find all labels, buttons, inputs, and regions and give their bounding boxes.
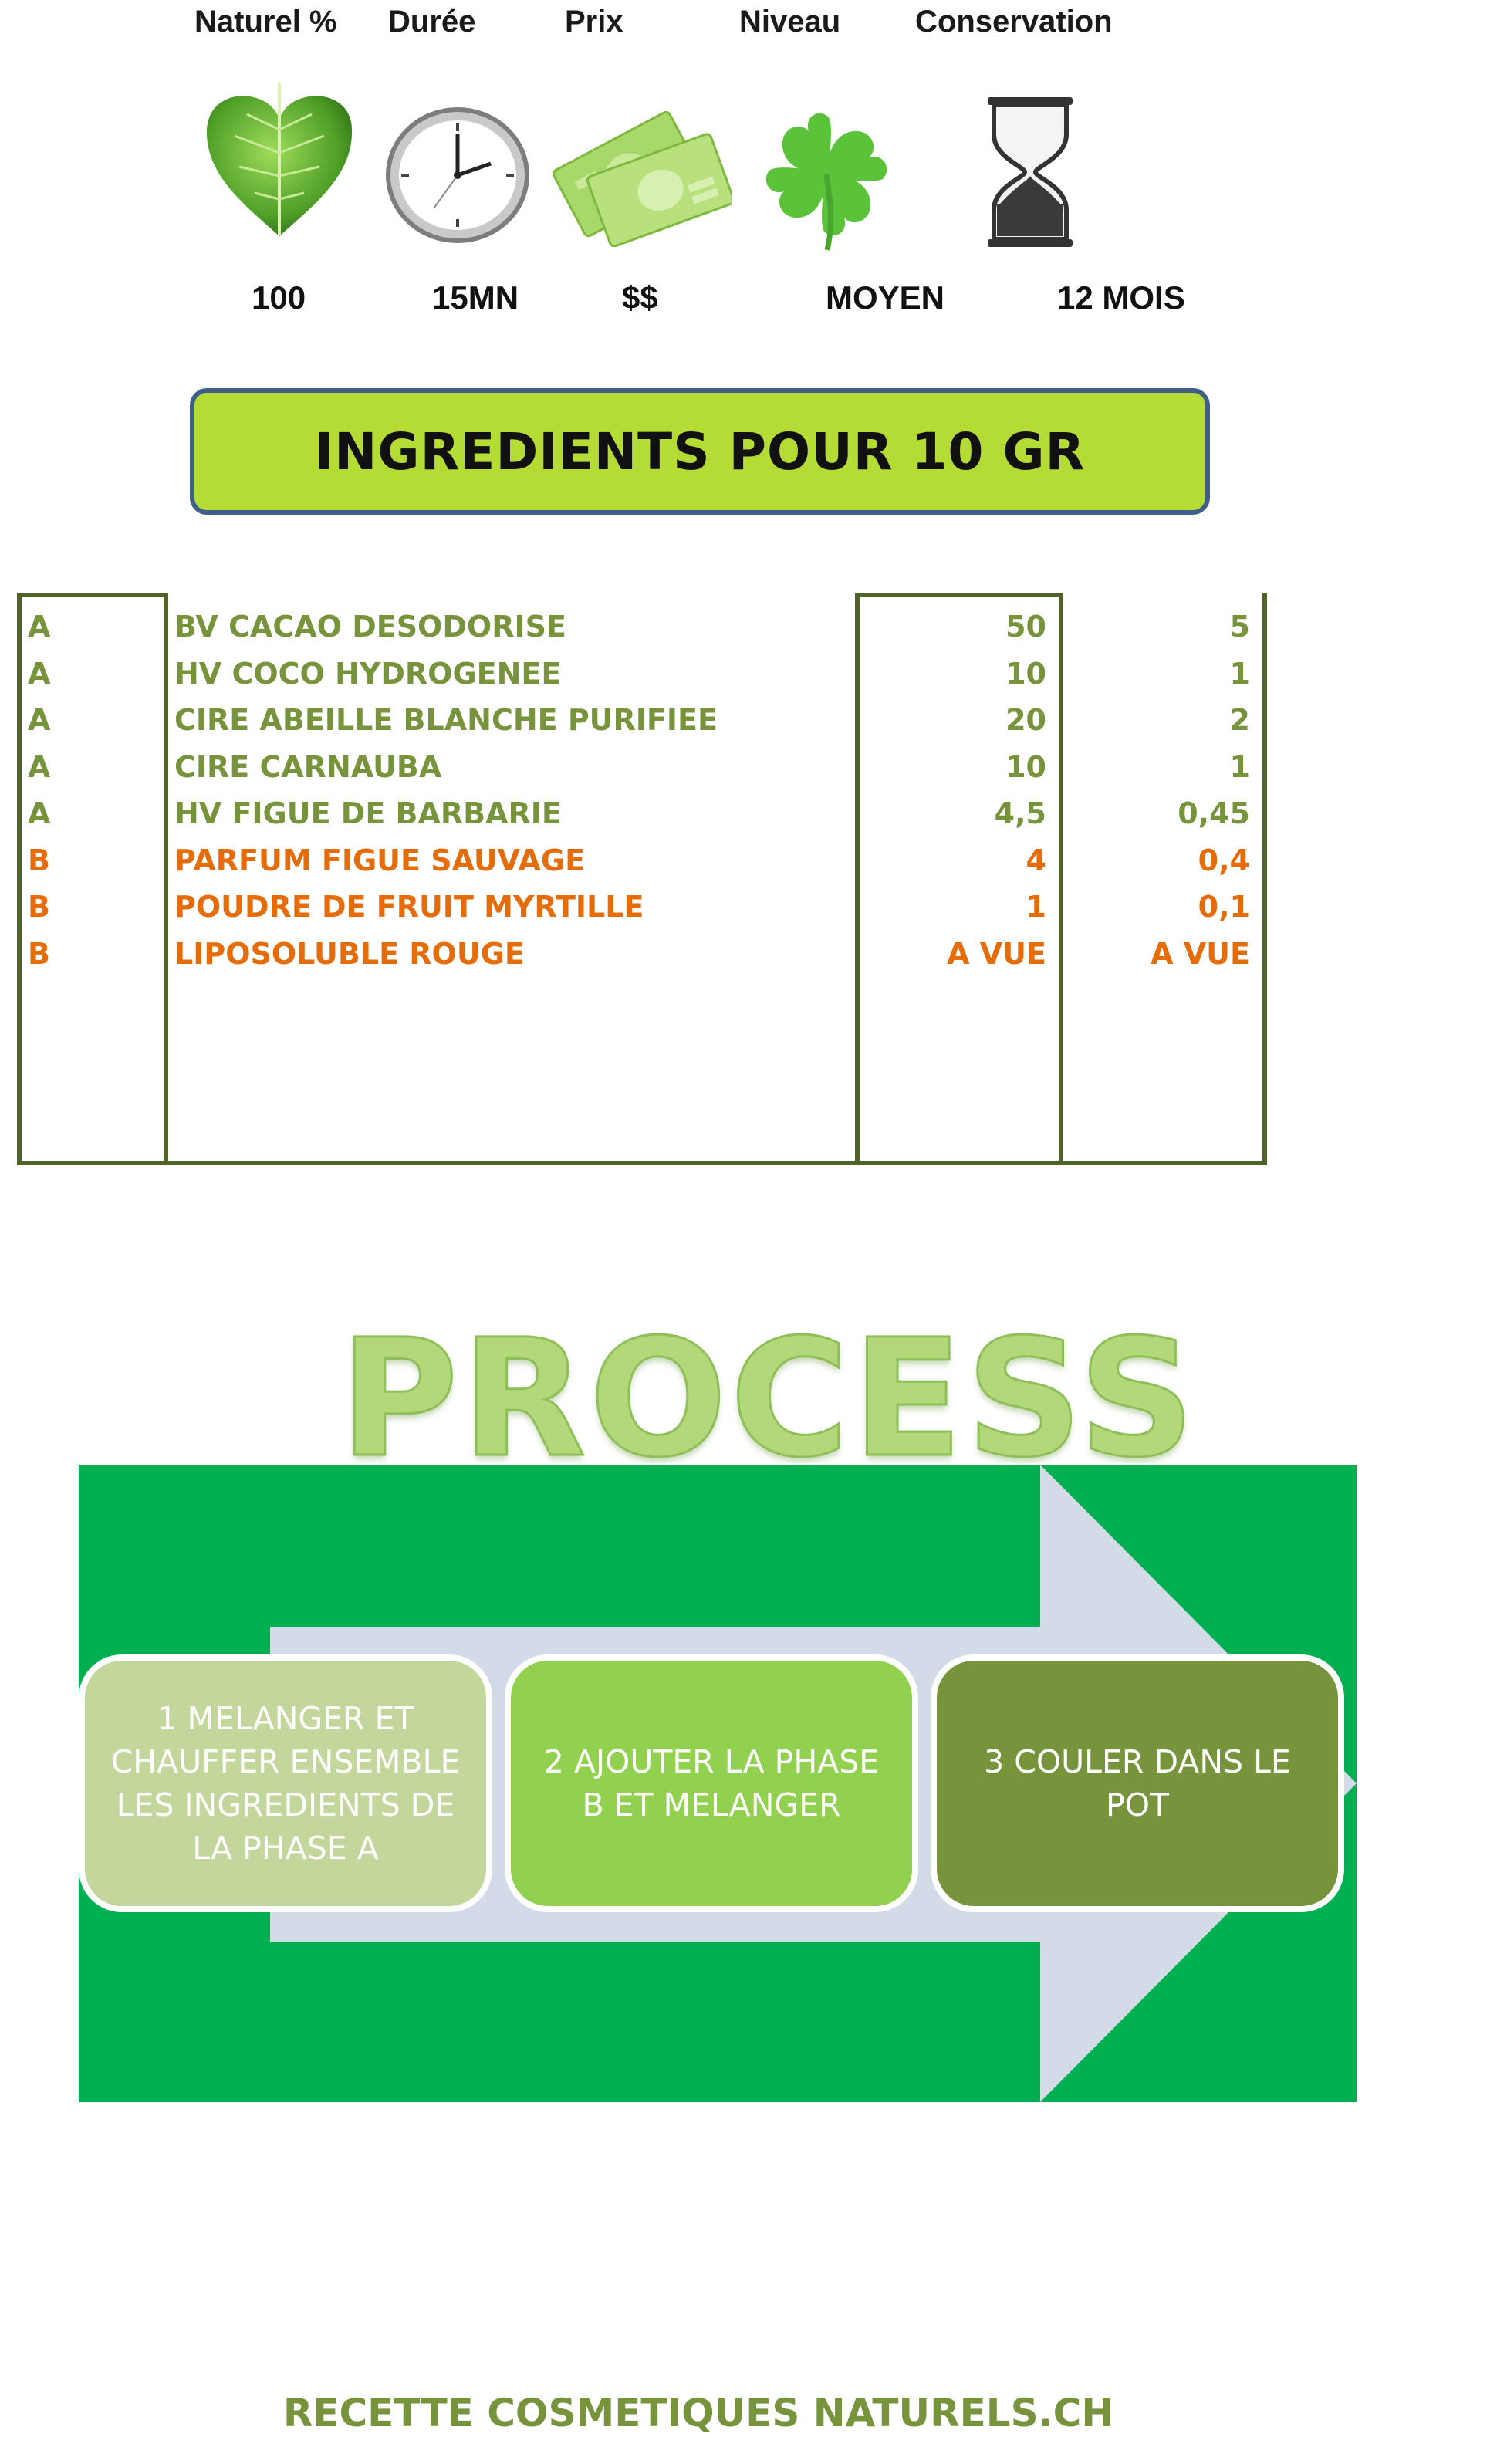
ingredient-name: CIRE CARNAUBA xyxy=(174,749,442,784)
process-panel: 1 MELANGER ET CHAUFFER ENSEMBLE LES INGR… xyxy=(79,1465,1357,2102)
table-row: A HV FIGUE DE BARBARIE 4,5 0,45 xyxy=(17,796,1267,843)
process-step-2-text: 2 AJOUTER LA PHASE B ET MELANGER xyxy=(543,1743,880,1823)
ingredient-percent: A VUE xyxy=(947,936,1046,971)
ingredient-name: LIPOSOLUBLE ROUGE xyxy=(174,936,525,971)
table-row: A HV COCO HYDROGENEE 10 1 xyxy=(17,657,1267,704)
table-row: A BV CACAO DESODORISE 50 5 xyxy=(17,610,1267,657)
ingredient-percent: 1 xyxy=(1026,890,1046,924)
value-niveau: MOYEN xyxy=(826,279,945,316)
value-naturel: 100 xyxy=(252,279,306,316)
money-icon xyxy=(552,110,732,247)
table-row: A CIRE CARNAUBA 10 1 xyxy=(17,750,1267,797)
ingredient-phase: A xyxy=(28,749,51,784)
process-step-2: 2 AJOUTER LA PHASE B ET MELANGER xyxy=(505,1654,918,1912)
table-row: B LIPOSOLUBLE ROUGE A VUE A VUE xyxy=(17,937,1267,984)
label-duree: Durée xyxy=(388,5,476,39)
value-conservation: 12 MOIS xyxy=(1057,279,1185,316)
ingredient-name: HV COCO HYDROGENEE xyxy=(174,656,562,691)
ingredient-grams: 0,4 xyxy=(1198,843,1250,877)
ingredient-grams: A VUE xyxy=(1151,936,1250,971)
label-prix: Prix xyxy=(565,5,623,39)
footer-brand: RECETTE COSMETIQUES NATURELS.CH xyxy=(282,2391,1114,2435)
clover-icon xyxy=(765,113,887,251)
value-prix: $$ xyxy=(622,279,658,316)
ingredient-phase: A xyxy=(28,610,51,644)
ingredient-grams: 0,1 xyxy=(1198,890,1250,924)
table-divider xyxy=(1059,593,1063,1165)
leaf-icon xyxy=(206,83,353,237)
ingredient-phase: A xyxy=(28,703,51,737)
ingredient-grams: 1 xyxy=(1229,749,1250,784)
ingredient-name: BV CACAO DESODORISE xyxy=(174,610,566,644)
label-naturel: Naturel % xyxy=(194,5,337,39)
ingredient-grams: 2 xyxy=(1229,703,1250,737)
value-duree: 15MN xyxy=(432,279,519,316)
table-border-right xyxy=(1262,593,1267,1165)
ingredient-percent: 4 xyxy=(1026,843,1046,877)
table-border-left xyxy=(17,593,22,1165)
table-border-top xyxy=(855,593,1063,597)
ingredient-percent: 10 xyxy=(1005,656,1046,691)
ingredient-grams: 0,45 xyxy=(1178,796,1250,830)
process-title: PROCESS xyxy=(339,1303,1198,1495)
table-divider xyxy=(855,593,860,1165)
clock-icon xyxy=(386,107,529,243)
table-border-bottom xyxy=(17,1161,1267,1165)
ingredient-name: HV FIGUE DE BARBARIE xyxy=(174,796,562,830)
label-conservation: Conservation xyxy=(915,5,1113,39)
table-row: B POUDRE DE FRUIT MYRTILLE 1 0,1 xyxy=(17,890,1267,937)
ingredient-grams: 5 xyxy=(1229,610,1250,644)
ingredient-phase: A xyxy=(28,656,51,691)
ingredient-percent: 10 xyxy=(1005,749,1046,784)
label-niveau: Niveau xyxy=(739,5,841,39)
process-step-3-text: 3 COULER DANS LE POT xyxy=(984,1743,1291,1823)
banner-title: INGREDIENTS POUR 10 GR xyxy=(314,421,1086,482)
ingredient-phase: B xyxy=(28,936,50,971)
table-divider xyxy=(164,593,168,1165)
ingredient-percent: 50 xyxy=(1005,610,1046,644)
table-row: B PARFUM FIGUE SAUVAGE 4 0,4 xyxy=(17,843,1267,891)
ingredient-phase: B xyxy=(28,890,50,924)
ingredient-phase: A xyxy=(28,796,51,830)
ingredient-name: CIRE ABEILLE BLANCHE PURIFIEE xyxy=(174,703,718,737)
ingredient-grams: 1 xyxy=(1229,656,1250,691)
ingredients-banner: INGREDIENTS POUR 10 GR xyxy=(190,388,1210,515)
ingredient-percent: 4,5 xyxy=(994,796,1046,830)
hourglass-icon xyxy=(988,97,1073,247)
table-row: A CIRE ABEILLE BLANCHE PURIFIEE 20 2 xyxy=(17,703,1267,750)
table-border-top xyxy=(17,593,168,597)
ingredient-percent: 20 xyxy=(1005,703,1046,737)
ingredient-name: POUDRE DE FRUIT MYRTILLE xyxy=(174,890,644,924)
process-step-1: 1 MELANGER ET CHAUFFER ENSEMBLE LES INGR… xyxy=(79,1654,492,1912)
ingredient-phase: B xyxy=(28,843,50,877)
process-step-1-text: 1 MELANGER ET CHAUFFER ENSEMBLE LES INGR… xyxy=(110,1700,461,1867)
process-step-3: 3 COULER DANS LE POT xyxy=(931,1654,1344,1912)
ingredient-name: PARFUM FIGUE SAUVAGE xyxy=(174,843,586,877)
